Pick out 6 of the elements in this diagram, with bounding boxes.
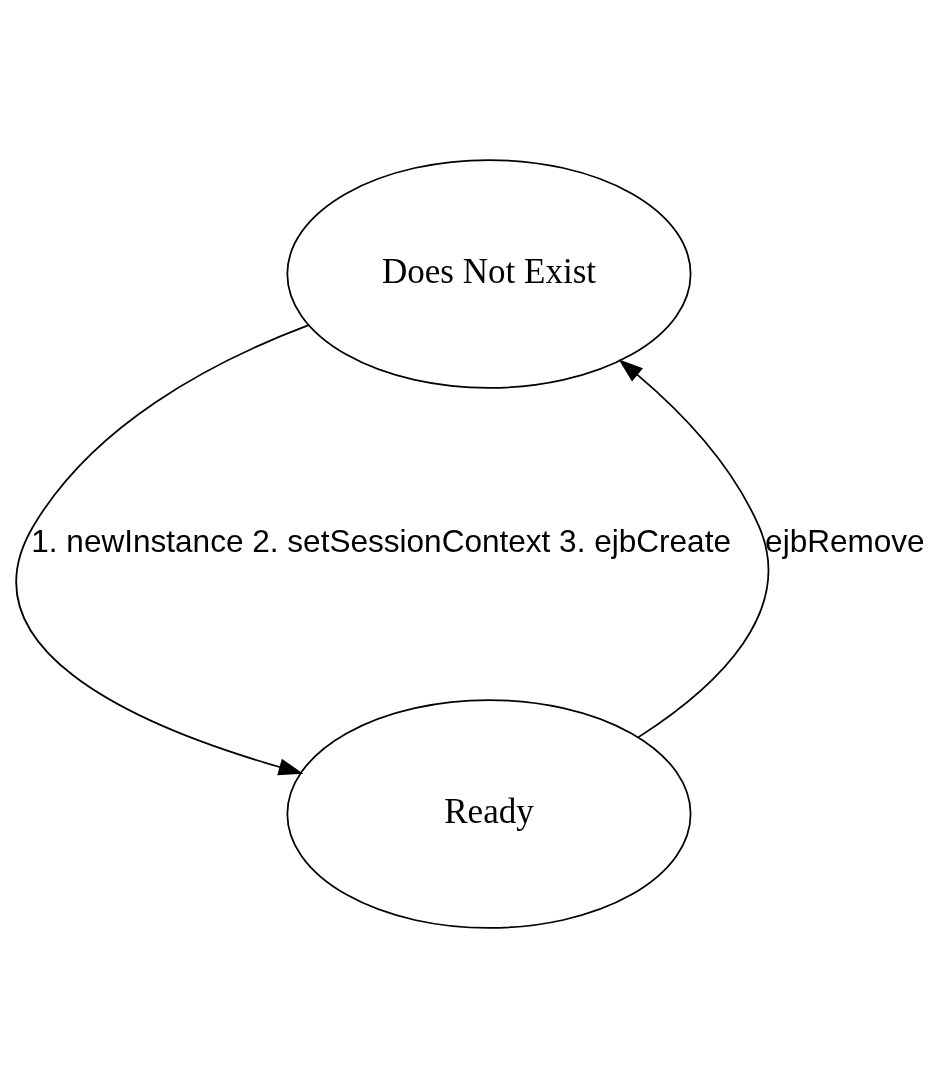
edge-label: 1. newInstance 2. setSessionContext 3. ejbCreate — [31, 522, 731, 559]
arrow — [618, 358, 770, 738]
node-ellipse: Does Not Exist — [286, 158, 692, 389]
node-ellipse: Ready — [286, 698, 692, 929]
edge-label: ejbRemove — [765, 522, 925, 559]
arrow — [15, 323, 310, 775]
